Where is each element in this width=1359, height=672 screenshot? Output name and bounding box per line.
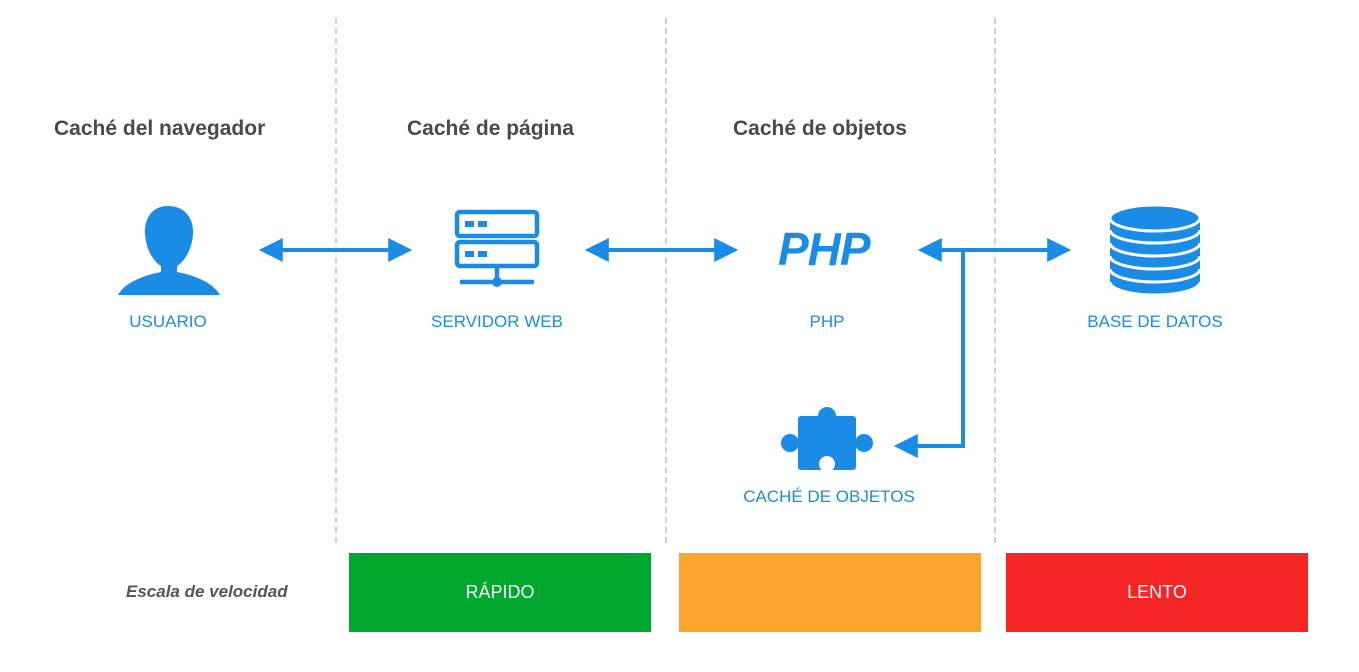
column-divider-3 [994, 18, 996, 543]
section-title-browser-cache: Caché del navegador [54, 117, 266, 140]
column-divider-1 [335, 18, 337, 543]
puzzle-icon [781, 407, 873, 472]
usuario-label: USUARIO [129, 312, 207, 331]
arrow-to-cache-objetos [893, 252, 965, 458]
speed-level-medium [679, 553, 981, 632]
column-divider-2 [665, 18, 667, 543]
speed-level-fast-label: RÁPIDO [465, 582, 535, 602]
php-logo: PHP [778, 223, 871, 275]
database-icon [1108, 203, 1202, 297]
speed-scale-title: Escala de velocidad [126, 582, 288, 601]
speed-level-slow-label: LENTO [1127, 582, 1187, 602]
user-icon [118, 206, 220, 295]
cache-de-objetos-label: CACHÉ DE OBJETOS [743, 487, 915, 506]
speed-level-slow: LENTO [1006, 553, 1308, 632]
section-title-object-cache: Caché de objetos [733, 117, 907, 140]
section-title-page-cache: Caché de página [407, 117, 574, 140]
server-icon [454, 209, 540, 287]
php-label: PHP [809, 312, 845, 331]
base-de-datos-label: BASE DE DATOS [1087, 312, 1223, 331]
servidor-web-label: SERVIDOR WEB [431, 312, 563, 331]
speed-level-fast: RÁPIDO [349, 553, 651, 632]
